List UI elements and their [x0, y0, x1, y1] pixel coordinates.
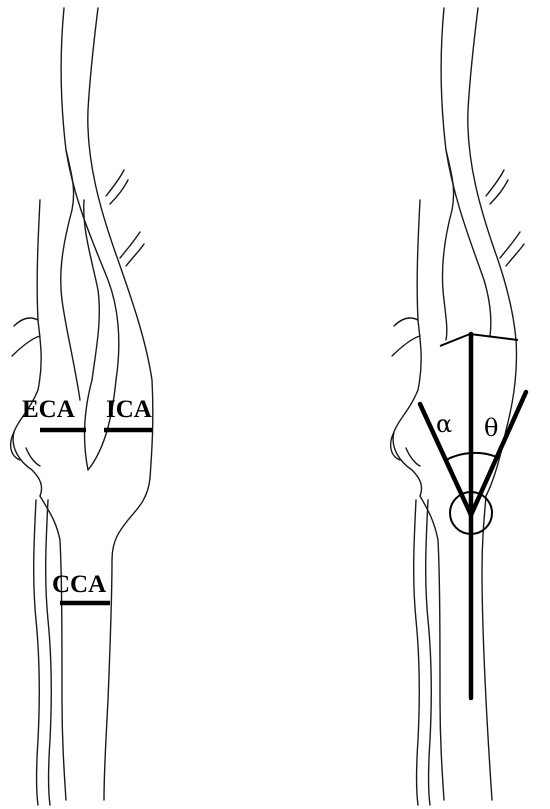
left-ica-inner-wall [60, 7, 120, 471]
theta-label: θ [484, 414, 498, 442]
left-cca-left-wall [39, 495, 67, 801]
left-carotid-illustration: ECA ICA CCA [9, 7, 154, 806]
left-ica-branch-1 [105, 169, 129, 205]
left-ica-branch-2 [119, 231, 145, 267]
right-ica-branch-1 [485, 169, 509, 205]
cca-label: CCA [52, 571, 106, 598]
right-eca-wall-a [441, 149, 455, 341]
left-eca-wall-a [60, 149, 81, 401]
right-ica-branch-2 [499, 231, 525, 267]
alpha-label: α [436, 410, 452, 438]
right-eca-branch-1 [391, 317, 421, 357]
left-ica-outer-wall [87, 7, 154, 479]
right-bulb-right-wall [481, 495, 493, 801]
eca-label: ECA [22, 396, 75, 423]
right-carotid-illustration: α θ [389, 7, 529, 806]
left-eca-outer [12, 199, 43, 497]
right-eca-outer [392, 199, 423, 497]
left-eca-branch-1 [11, 317, 41, 357]
right-side-vessel [413, 499, 432, 806]
left-eca-branch-2 [9, 431, 41, 467]
right-eca-branch-2 [389, 431, 421, 467]
right-ica-inner-wall [440, 7, 492, 337]
eca-axis-line [417, 401, 474, 518]
right-cca-left-wall [419, 495, 445, 801]
theta-arc [470, 451, 498, 458]
ica-label: ICA [106, 396, 152, 423]
left-bulb-right-wall [103, 477, 151, 801]
bifurcation-top-line [439, 332, 519, 347]
right-ica-outer-wall [467, 7, 518, 497]
bifurcation-circle [449, 491, 493, 535]
left-side-vessel [33, 499, 52, 806]
alpha-arc [445, 452, 472, 461]
left-eca-wall-b [83, 199, 100, 381]
